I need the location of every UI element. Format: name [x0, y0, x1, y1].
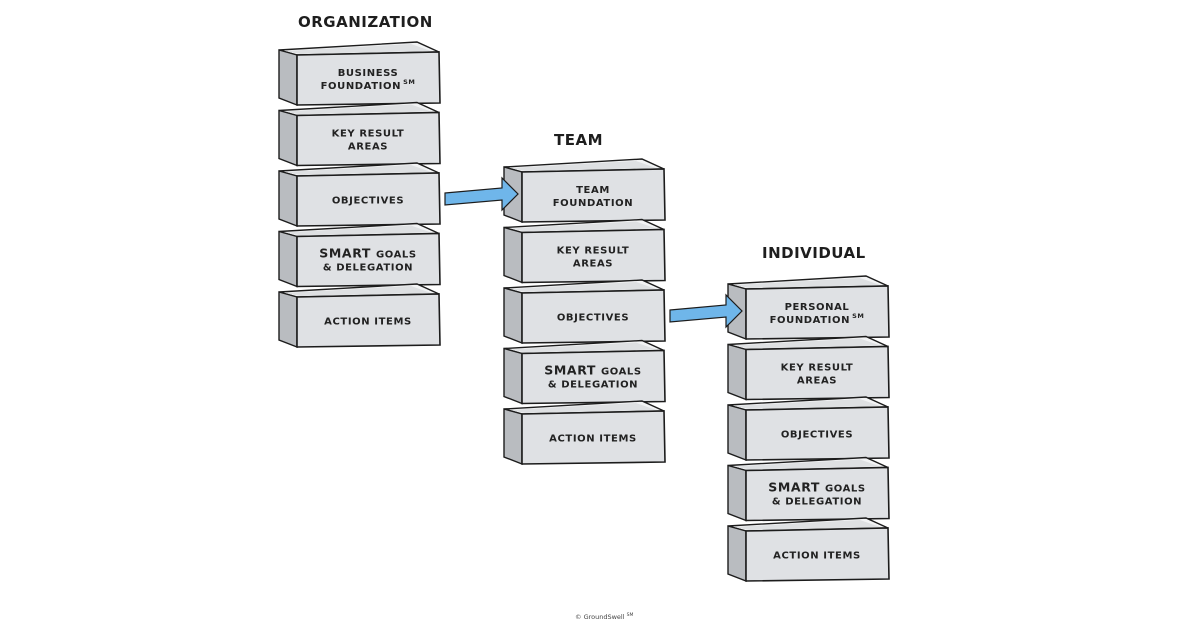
box: OBJECTIVES	[727, 396, 890, 462]
box-front-face	[296, 172, 441, 227]
box-front-face	[521, 410, 666, 465]
box: ACTION ITEMS	[727, 517, 890, 583]
arrow-right-icon	[669, 293, 743, 329]
box-label: PERSONAL	[785, 302, 850, 313]
box-label: KEY RESULT	[332, 129, 405, 140]
box-label: ACTION ITEMS	[549, 434, 637, 445]
box-label: TEAM	[576, 185, 610, 196]
box-front-face	[745, 466, 890, 522]
box-top-shade	[285, 165, 431, 175]
column-title: TEAM	[554, 131, 603, 149]
box: SMART GOALS & DELEGATION	[503, 339, 666, 405]
box-label: & DELEGATION	[548, 380, 638, 391]
box-front-face	[296, 51, 441, 106]
box: SMART GOALS & DELEGATION	[727, 456, 890, 522]
box: ACTION ITEMS	[278, 283, 441, 349]
box-side-face	[278, 109, 298, 167]
box-label: KEY RESULT	[557, 246, 630, 257]
box-side-face	[503, 347, 523, 405]
box: KEY RESULT AREAS	[278, 101, 441, 167]
box-front-face	[521, 168, 666, 223]
box: OBJECTIVES	[503, 279, 666, 345]
box-side-face	[278, 49, 298, 107]
box-side-face	[727, 404, 747, 462]
box: TEAM FOUNDATION	[503, 158, 666, 224]
box-top-shade	[285, 286, 431, 296]
box-label: SMART GOALS	[544, 363, 641, 378]
box-label: OBJECTIVES	[781, 430, 853, 441]
box: KEY RESULT AREAS	[503, 218, 666, 284]
box-side-face	[278, 291, 298, 349]
box-front-face	[745, 527, 890, 582]
box-front-face	[296, 111, 441, 167]
box-label: OBJECTIVES	[332, 196, 404, 207]
box: SMART GOALS & DELEGATION	[278, 222, 441, 288]
box-front-face	[521, 289, 666, 344]
copyright-text: © GroundSwell SM	[575, 612, 633, 621]
box-side-face	[503, 408, 523, 466]
box-side-face	[503, 226, 523, 284]
column-team: TEAM TEAM FOUNDATION KEY RESULT AREAS OBJECTI…	[503, 131, 666, 466]
arrows-layer	[444, 176, 743, 329]
column-title: ORGANIZATION	[298, 13, 433, 31]
box-label: AREAS	[348, 142, 388, 153]
arrow-2	[669, 293, 743, 329]
box-label: OBJECTIVES	[557, 313, 629, 324]
arrow-1	[444, 176, 519, 212]
box-label: BUSINESS	[338, 68, 399, 79]
box-top-shade	[734, 338, 880, 349]
box-side-face	[727, 464, 747, 522]
box-top-shade	[510, 282, 656, 292]
box-front-face	[745, 406, 890, 461]
box-top-shade	[734, 278, 880, 288]
box-label: AREAS	[573, 259, 613, 270]
box-top-shade	[734, 399, 880, 409]
box-label: ACTION ITEMS	[773, 551, 861, 562]
box-top-shade	[285, 104, 431, 115]
column-title: INDIVIDUAL	[762, 244, 866, 262]
box-label: FOUNDATION	[553, 198, 634, 209]
box-label: SMART GOALS	[319, 246, 416, 261]
box-front-face	[296, 232, 441, 288]
box-side-face	[278, 170, 298, 228]
box: KEY RESULT AREAS	[727, 335, 890, 401]
box-front-face	[745, 345, 890, 401]
box-front-face	[745, 285, 890, 340]
box-side-face	[503, 287, 523, 345]
box-label: SMART GOALS	[768, 480, 865, 495]
box-label: KEY RESULT	[781, 363, 854, 374]
box-label: & DELEGATION	[772, 497, 862, 508]
box-label: & DELEGATION	[323, 263, 413, 274]
copyright-sup: SM	[627, 612, 634, 618]
box-side-face	[727, 525, 747, 583]
box-front-face	[296, 293, 441, 348]
box-label: ACTION ITEMS	[324, 317, 412, 328]
box-top-shade	[510, 161, 656, 171]
box-top-shade	[510, 342, 656, 353]
box-front-face	[521, 228, 666, 284]
copyright-label: © GroundSwell	[575, 613, 625, 621]
box-top-shade	[734, 459, 880, 470]
box-top-shade	[510, 221, 656, 232]
box-side-face	[727, 343, 747, 401]
arrow-right-icon	[444, 176, 519, 212]
box-top-shade	[734, 520, 880, 530]
box-top-shade	[285, 44, 431, 54]
box-label: AREAS	[797, 376, 837, 387]
box: OBJECTIVES	[278, 162, 441, 228]
box-top-shade	[285, 225, 431, 236]
box-side-face	[278, 230, 298, 288]
box-front-face	[521, 349, 666, 405]
box: ACTION ITEMS	[503, 400, 666, 466]
box-top-shade	[510, 403, 656, 413]
